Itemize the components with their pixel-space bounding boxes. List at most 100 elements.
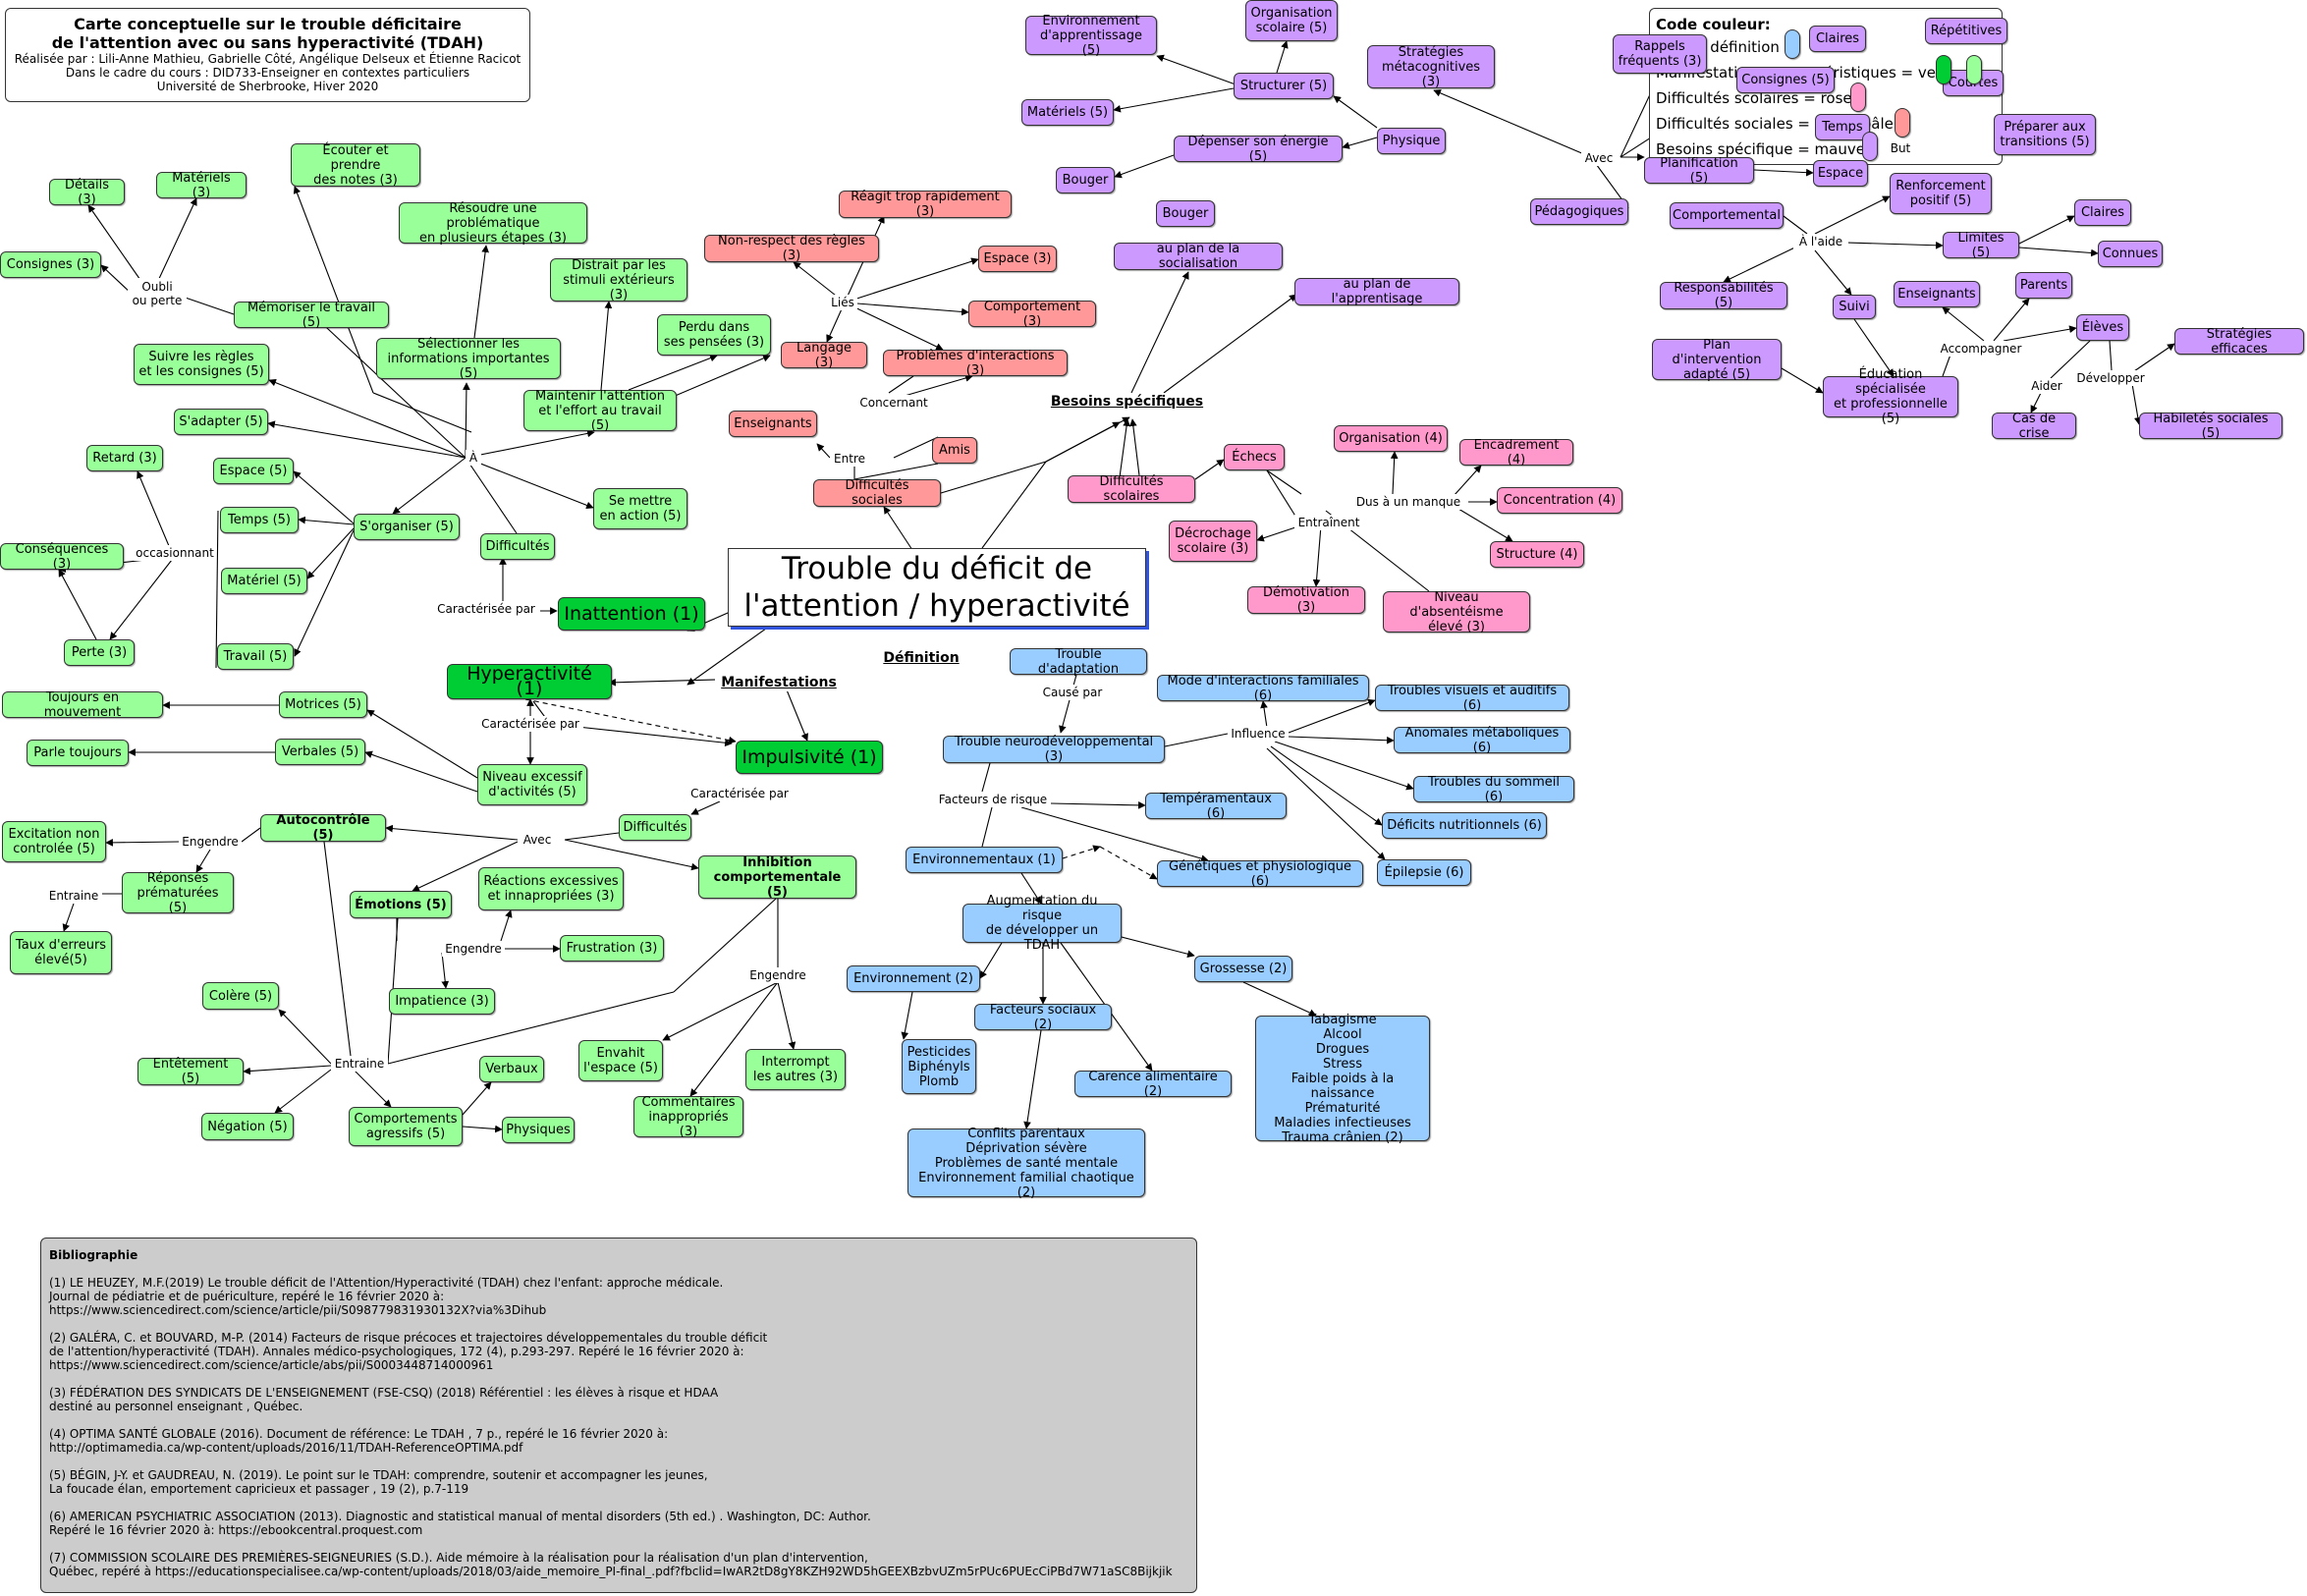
connector-line [366, 709, 478, 779]
connector-line [844, 302, 969, 316]
node-maintenir: Maintenir l'attention et l'effort au tra… [523, 389, 677, 433]
node-rappels: Rappels fréquents (3) [1613, 34, 1707, 74]
connector-line [1023, 1029, 1042, 1129]
node-consignes5: Consignes (5) [1736, 67, 1835, 93]
node-ecouter: Écouter et prendre des notes (3) [291, 143, 420, 188]
legend-title: Code couleur: [1656, 16, 1771, 33]
node-espace-planif: Espace [1813, 160, 1868, 187]
connector-line [1783, 215, 1808, 235]
legend-swatch-salmon [1895, 108, 1910, 138]
legend-swatch-dark-green [1936, 55, 1951, 84]
label-entrainent: Entraînent [1294, 515, 1363, 530]
title-course: Dans le cadre du cours : DID733-Enseigne… [65, 66, 470, 80]
node-bouger-2: Bouger [1156, 200, 1215, 227]
label-entraine-2: Entraine [331, 1056, 388, 1072]
connector-line [1266, 747, 1386, 860]
label-a-laide: À l'aide [1793, 234, 1848, 249]
node-education-specialisee: Éducation spécialisée et professionnelle… [1823, 367, 1958, 426]
node-hyperactivite: Hyperactivité (1) [447, 664, 612, 699]
node-materiels3: Matériels (3) [156, 171, 247, 200]
node-planification: Planification (5) [1644, 156, 1754, 186]
label-dus-a-un-manque: Dus à un manque [1351, 494, 1465, 510]
connector-line [844, 257, 979, 303]
node-nonrespect: Non-respect des règles (3) [704, 234, 879, 263]
connector-line [1059, 674, 1077, 734]
connector-line [465, 457, 518, 534]
legend-item-purple: Besoins spécifique = mauve [1656, 140, 1865, 158]
connector-line [294, 529, 355, 657]
node-sorganiser: S'organiser (5) [354, 514, 460, 540]
node-socialisation: au plan de la socialisation [1114, 242, 1283, 271]
node-langage: Langage (3) [781, 341, 867, 370]
node-difficultes-2: Difficultés [619, 814, 691, 841]
node-depenser-energie: Dépenser son énergie (5) [1174, 135, 1343, 164]
connector-line [1333, 95, 1378, 129]
label-engendre-3: Engendre [746, 967, 809, 983]
connector-line [100, 264, 134, 296]
connector-line [981, 806, 993, 848]
connector-line [777, 981, 796, 1050]
node-troubles-visuels: Troubles visuels et auditifs (6) [1375, 684, 1569, 713]
title-line-1: Carte conceptuelle sur le trouble défici… [74, 15, 462, 33]
connector-line [1433, 89, 1592, 158]
title-box: Carte conceptuelle sur le trouble défici… [5, 8, 530, 102]
node-impatience: Impatience (3) [389, 988, 495, 1015]
node-sadapter: S'adapter (5) [174, 409, 268, 435]
connector-line [689, 981, 779, 1097]
connector-line [109, 559, 173, 640]
node-environnement-apprentissage: Environnement d'apprentissage (5) [1025, 14, 1157, 58]
label-engendre-2: Engendre [442, 941, 505, 957]
connector-line [268, 378, 467, 459]
connector-line [1163, 294, 1297, 394]
title-authors: Réalisée par : Lili-Anne Mathieu, Gabrie… [14, 52, 522, 66]
connector-line [1781, 367, 1824, 394]
connector-line [1342, 137, 1378, 149]
legend-item-pink: Difficultés scolaires = rose [1656, 89, 1852, 107]
node-inattention: Inattention (1) [558, 597, 705, 631]
connector-line [2018, 215, 2075, 245]
node-habiletes-sociales: Habiletés sociales (5) [2139, 412, 2282, 441]
node-encadrement: Encadrement (4) [1459, 438, 1573, 468]
connector-line [690, 800, 721, 815]
node-temps-planif: Temps [1815, 114, 1870, 140]
node-selectionner: Sélectionner les informations importante… [376, 337, 561, 381]
node-concentration: Concentration (4) [1497, 487, 1622, 514]
connector-line [1453, 465, 1482, 497]
connector-line [462, 1125, 503, 1133]
label-avec-1: Avec [518, 832, 557, 848]
label-aider: Aider [2029, 378, 2064, 394]
node-reponses: Réponses prématurées (5) [122, 871, 234, 915]
node-trouble-neuro: Trouble neurodéveloppemental (3) [943, 735, 1165, 764]
node-apprentissage: au plan de l'apprentisage [1294, 277, 1459, 306]
connector-line [462, 1081, 492, 1116]
connector-line [87, 204, 143, 284]
node-envahit: Envahit l'espace (5) [578, 1040, 663, 1081]
label-entraine-1: Entraine [45, 888, 102, 904]
node-inhibition: Inhibition comportementale (5) [698, 855, 856, 900]
connector-line [463, 382, 470, 459]
connector-line [524, 698, 737, 744]
bibliography-box: Bibliographie (1) LE HEUZEY, M.F.(2019) … [40, 1238, 1197, 1593]
connector-line [1121, 936, 1195, 959]
connector-line [1753, 168, 1814, 177]
node-reactions: Réactions excessives et innapropriées (3… [478, 867, 624, 910]
label-avec-2: Avec [1581, 150, 1617, 166]
node-retard: Retard (3) [86, 445, 163, 471]
node-environnement2: Environnement (2) [847, 965, 980, 992]
node-motrices: Motrices (5) [279, 691, 367, 718]
connector-line [1164, 733, 1229, 747]
connector-line [412, 841, 519, 892]
node-physique: Physique [1377, 128, 1446, 154]
connector-line [1993, 298, 2030, 342]
node-troubles-sommeil: Troubles du sommeil (6) [1413, 775, 1574, 804]
connector-line [500, 909, 513, 942]
node-trouble-adaptation: Trouble d'adaptation [1010, 647, 1147, 677]
label-a: À [466, 450, 481, 466]
connector-line [243, 1065, 332, 1075]
connector-line [816, 443, 831, 459]
connector-line [1020, 872, 1042, 905]
connector-line [1260, 700, 1268, 729]
connector-line [1853, 318, 1895, 377]
label-caracterisee-par-1: Caractérisée par [432, 601, 540, 617]
node-tabagisme: Tabagisme Alcool Drogues Stress Faible p… [1255, 1013, 1430, 1145]
